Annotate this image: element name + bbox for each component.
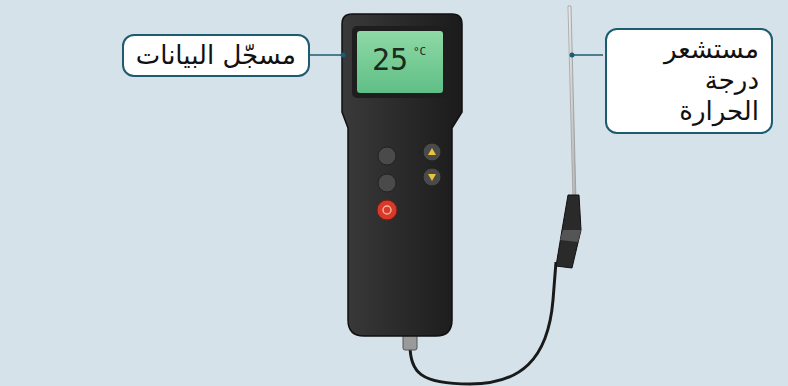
button — [423, 143, 441, 161]
temperature-unit: °C — [413, 45, 426, 58]
probe-handle — [556, 195, 581, 268]
down-arrow — [428, 174, 436, 181]
button — [378, 147, 396, 165]
callout-box: مستشعر درجة الحرارة — [605, 28, 773, 134]
callout-label: مستشعر درجة الحرارة — [619, 34, 759, 128]
button — [378, 174, 396, 192]
power-button — [377, 200, 397, 220]
data-logger-body — [342, 14, 462, 336]
button — [423, 168, 441, 186]
callout-label: مسجّل البيانات — [136, 40, 296, 71]
lcd-screen — [357, 31, 443, 93]
leader-dot — [341, 53, 346, 58]
temperature-reading: 25 — [372, 42, 408, 77]
leader-line — [572, 54, 603, 56]
power-symbol — [383, 206, 391, 214]
up-arrow — [428, 148, 436, 155]
handle-grip — [560, 230, 581, 242]
callout-box: مسجّل البيانات — [122, 34, 310, 77]
screen-bezel — [352, 26, 448, 98]
leader-line — [310, 54, 343, 56]
leader-dot — [570, 53, 575, 58]
probe-rod — [568, 6, 576, 200]
